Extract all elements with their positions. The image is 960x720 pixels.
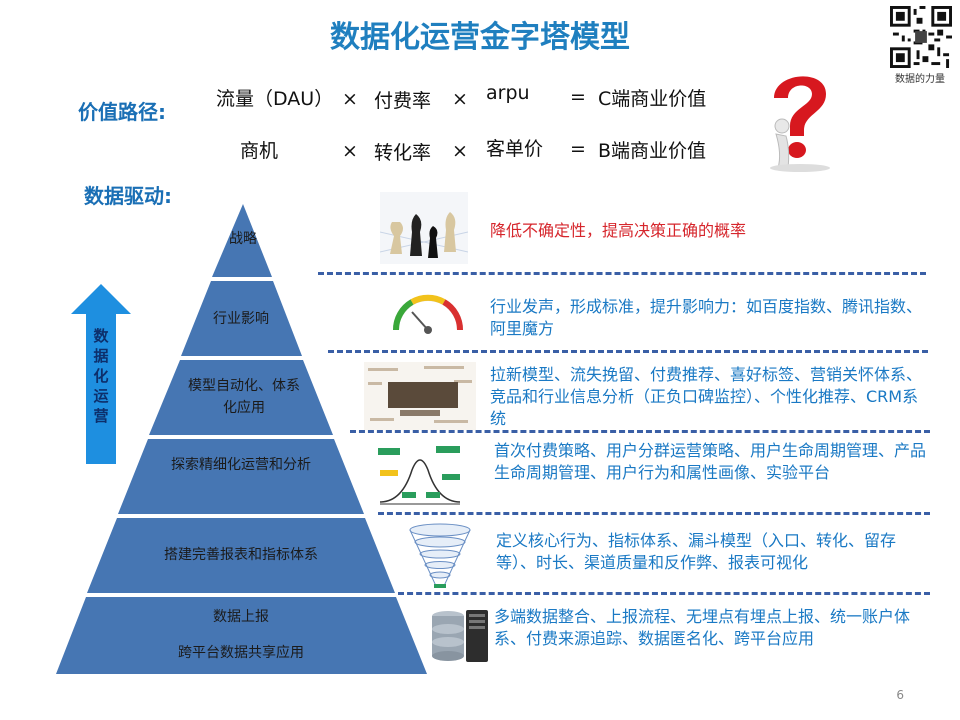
pyramid-label-data-collection-line1: 数据上报 (213, 609, 269, 625)
divider-5 (398, 592, 930, 595)
upward-arrow-icon (71, 284, 131, 464)
gauge-icon (392, 294, 464, 334)
pyramid-level-data-collection (56, 597, 427, 674)
pyramid-level-industry (181, 281, 302, 356)
page-number: 6 (896, 688, 904, 702)
pyramid-label-modeling: 模型自动化、体系化应用 (188, 378, 300, 416)
data-driven-label: 数据驱动: (84, 184, 172, 208)
pyramid-label-industry: 行业影响 (213, 311, 269, 327)
formula-b-result: B端商业价值 (598, 140, 707, 162)
qr-code-icon (890, 6, 952, 68)
chess-pieces-icon (380, 192, 468, 264)
formula-c-factor3: arpu (486, 82, 530, 104)
formula-c-op2: × (452, 88, 468, 110)
description-data-collection: 多端数据整合、上报流程、无埋点有埋点上报、统一账户体系、付费来源追踪、数据匿名化… (494, 607, 911, 648)
divider-4 (378, 512, 930, 515)
description-reporting: 定义核心行为、指标体系、漏斗模型（入口、转化、留存等）、时长、渠道质量和反作弊、… (496, 531, 897, 572)
formula-c-factor1: 流量（DAU） (216, 88, 334, 110)
arrow-label: 数据化运营 (93, 327, 109, 425)
description-strategy: 降低不确定性，提高决策正确的概率 (490, 221, 747, 240)
qr-caption: 数据的力量 (895, 74, 945, 85)
formula-c-result: C端商业价值 (598, 88, 707, 110)
pyramid-label-data-collection-line2: 跨平台数据共享应用 (178, 645, 304, 661)
formula-c-op1: × (342, 88, 358, 110)
pyramid-level-modeling (149, 360, 333, 435)
divider-1 (318, 272, 926, 275)
formula-b-factor2: 转化率 (374, 142, 432, 164)
formula-c-factor2: 付费率 (374, 90, 432, 112)
description-industry: 行业发声，形成标准，提升影响力：如百度指数、腾讯指数、阿里魔方 (490, 297, 923, 338)
pyramid-label-exploration: 探索精细化运营和分析 (171, 457, 311, 473)
pyramid-label-strategy: 战略 (229, 231, 257, 247)
funnel-icon (409, 523, 471, 588)
formula-c-eq: = (570, 86, 586, 108)
page-title: 数据化运营金字塔模型 (330, 20, 630, 55)
pyramid-level-reporting (87, 518, 395, 593)
pyramid-label-reporting: 搭建完善报表和指标体系 (164, 547, 318, 563)
data-wordcloud-icon (364, 362, 476, 430)
divider-2 (328, 350, 928, 353)
formula-b-eq: = (570, 138, 586, 160)
description-modeling: 拉新模型、流失挽留、付费推荐、喜好标签、营销关怀体系、竞品和行业信息分析（正负口… (490, 365, 923, 428)
formula-b-factor3: 客单价 (486, 138, 544, 160)
database-server-icon (432, 610, 488, 662)
formula-b-op2: × (452, 140, 468, 162)
formula-b-op1: × (342, 140, 358, 162)
lifecycle-chart-icon (372, 440, 468, 512)
question-mark-icon (770, 76, 830, 172)
pyramid-level-strategy (212, 204, 272, 277)
divider-3 (350, 430, 930, 433)
formula-b-factor1: 商机 (240, 140, 279, 162)
pyramid-level-exploration (118, 439, 364, 514)
description-exploration: 首次付费策略、用户分群运营策略、用户生命周期管理、产品生命周期管理、用户行为和属… (494, 441, 927, 482)
value-path-label: 价值路径: (78, 100, 166, 124)
